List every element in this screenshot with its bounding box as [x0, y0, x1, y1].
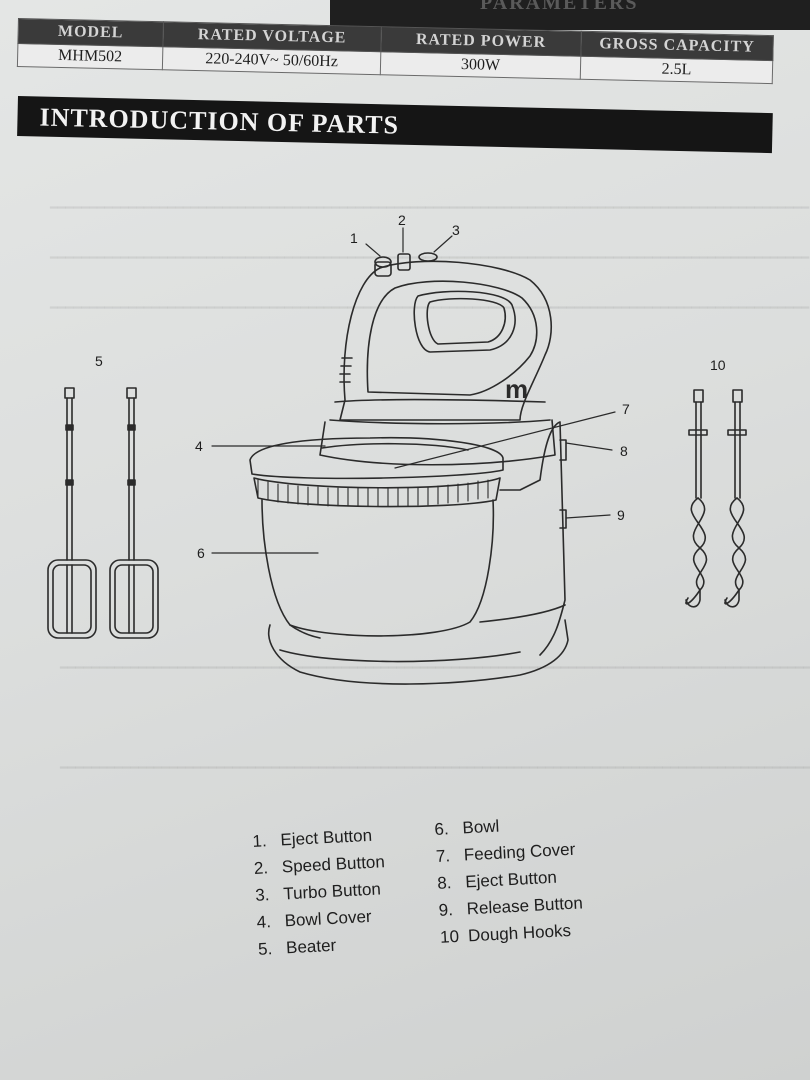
parts-list-right: 6.Bowl 7.Feeding Cover 8.Eject Button 9.… — [434, 812, 585, 954]
mixer-head-illustration — [319, 252, 556, 466]
callout-2: 2 — [398, 212, 406, 228]
callout-leader-lines — [211, 227, 616, 554]
bowl-illustration — [249, 436, 504, 639]
bleed-through-text: ━━━━━━━━━━━━━━━━━━━━━━━━━━━━━━━━━━━━━━━━… — [50, 300, 810, 315]
bleed-through-text: ━━━━━━━━━━━━━━━━━━━━━━━━━━━━━━━━━━━━━━━━… — [50, 250, 810, 265]
callout-10: 10 — [710, 357, 726, 373]
bleed-through-text: ━━━━━━━━━━━━━━━━━━━━━━━━━━━━━━━━━━━━━━━━… — [60, 760, 810, 775]
bleed-through-text: ━━━━━━━━━━━━━━━━━━━━━━━━━━━━━━━━━━━━━━━━… — [60, 660, 810, 675]
brand-logo: m — [505, 374, 528, 404]
dough-hooks-illustration — [685, 389, 747, 608]
callout-1: 1 — [350, 230, 358, 246]
callout-9: 9 — [617, 507, 625, 523]
callout-5: 5 — [95, 353, 103, 369]
callout-7: 7 — [622, 401, 630, 417]
stand-base-illustration — [268, 421, 569, 685]
callout-6: 6 — [197, 545, 205, 561]
previous-section-title: PARAMETERS — [480, 0, 639, 14]
callout-3: 3 — [452, 222, 460, 238]
previous-section-bar: PARAMETERS — [330, 0, 810, 30]
callout-4: 4 — [195, 438, 203, 454]
callout-8: 8 — [620, 443, 628, 459]
parts-list-left: 1.Eject Button 2.Speed Button 3.Turbo Bu… — [252, 825, 390, 967]
beater-illustration — [47, 387, 159, 639]
bleed-through-text: ━━━━━━━━━━━━━━━━━━━━━━━━━━━━━━━━━━━━━━━━… — [50, 200, 810, 215]
